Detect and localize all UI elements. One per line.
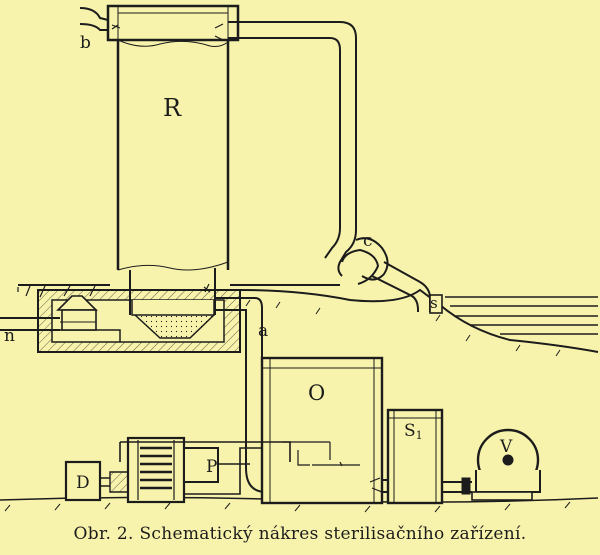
- label-a: a: [258, 321, 268, 341]
- figure-caption: Obr. 2. Schematický nákres sterilisačníh…: [73, 524, 527, 544]
- label-b: b: [80, 33, 91, 53]
- label-r: R: [163, 94, 182, 122]
- label-s1: S1: [404, 421, 423, 442]
- pipe-b: [79, 7, 121, 31]
- pipe-n: [0, 317, 60, 331]
- label-o: O: [308, 381, 325, 405]
- water-body: [445, 296, 598, 335]
- label-c: c: [363, 231, 373, 251]
- pipe-overflow: [214, 21, 357, 277]
- label-s1-main: S: [404, 421, 416, 441]
- label-v: V: [499, 437, 513, 457]
- sterilisation-tower: [106, 4, 240, 315]
- label-p: P: [206, 457, 217, 477]
- label-n: n: [4, 326, 15, 346]
- ground-terrain: [0, 284, 599, 513]
- label-d: D: [76, 473, 90, 493]
- ozone-generator-small: [56, 295, 98, 331]
- tank-o: [260, 356, 384, 505]
- label-s1-sub: 1: [416, 429, 423, 442]
- diagram-labels: b R c s n a O S1 D P V: [4, 33, 513, 493]
- tank-s1: [369, 408, 444, 505]
- electrical-apparatus: [64, 436, 291, 504]
- pump-v: [442, 428, 541, 501]
- label-s: s: [430, 294, 438, 312]
- siphon-c: [341, 237, 443, 314]
